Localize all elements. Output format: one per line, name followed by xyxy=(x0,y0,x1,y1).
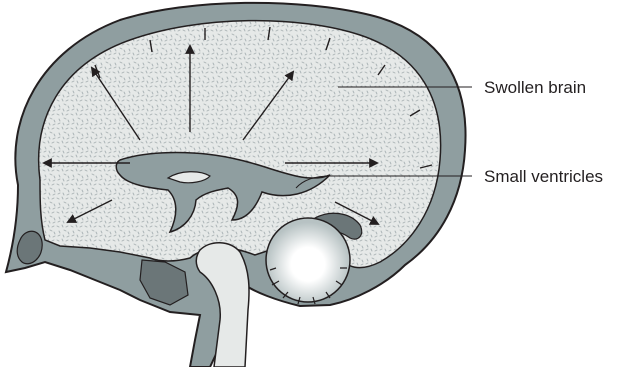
brain xyxy=(39,21,441,268)
label-swollen-brain: Swollen brain xyxy=(484,78,586,97)
label-small-ventricles: Small ventricles xyxy=(484,167,603,186)
